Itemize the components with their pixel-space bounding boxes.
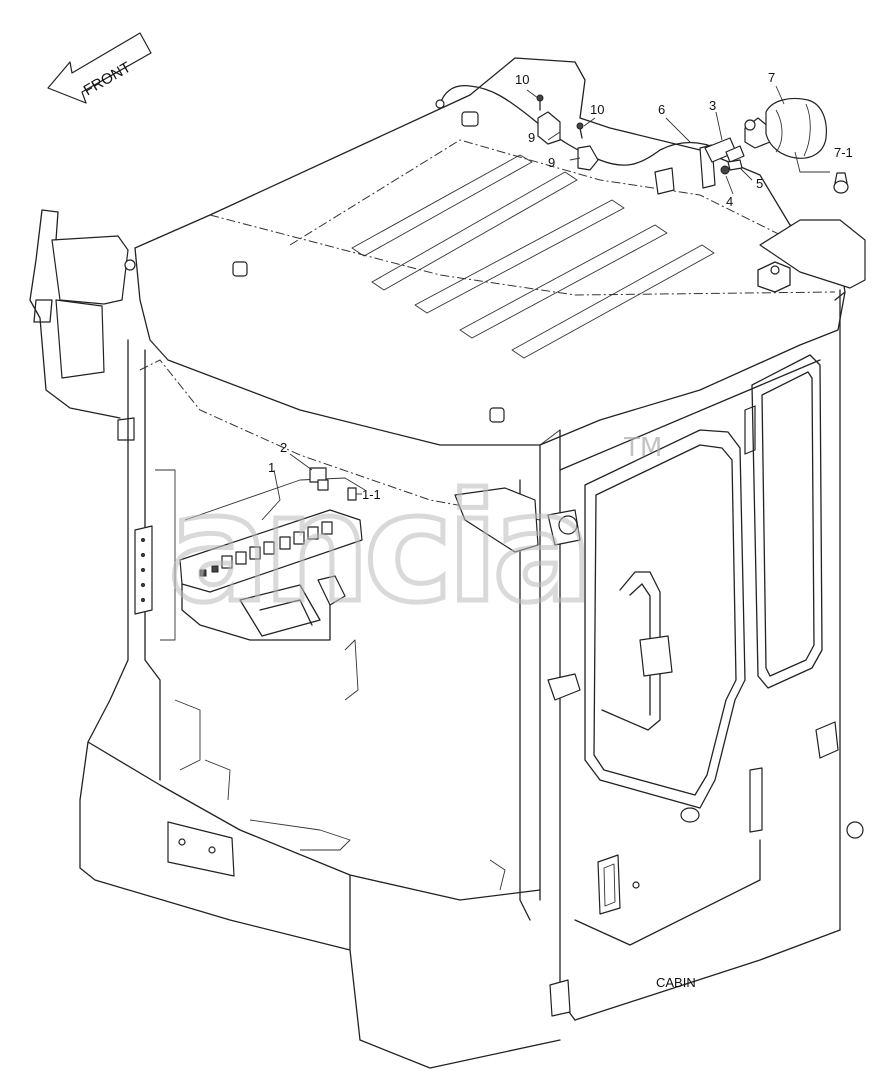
frame-brackets xyxy=(134,525,571,1017)
front-arrow: FRONT xyxy=(47,32,152,104)
right-mirror xyxy=(757,219,866,293)
callout-9b: 9 xyxy=(548,155,555,170)
callouts: 10 10 9 9 6 3 7 7-1 5 4 2 1 1-1 xyxy=(268,70,853,502)
callout-10a: 10 xyxy=(515,72,529,87)
watermark-logo: ancia TM xyxy=(166,433,663,639)
rear-window xyxy=(751,354,864,839)
callout-3: 3 xyxy=(709,98,716,113)
callout-2: 2 xyxy=(280,440,287,455)
leader-lines xyxy=(261,85,830,521)
cabin-body xyxy=(79,289,841,1069)
beacon-lamp-assembly xyxy=(435,84,849,195)
callout-10b: 10 xyxy=(590,102,604,117)
watermark-text: ancia xyxy=(168,462,588,636)
cabin-roof xyxy=(134,57,846,446)
callout-5: 5 xyxy=(756,176,763,191)
callout-9a: 9 xyxy=(528,130,535,145)
dashboard xyxy=(179,467,366,641)
section-label: CABIN xyxy=(656,975,696,990)
callout-4: 4 xyxy=(726,194,733,209)
callout-7-1: 7-1 xyxy=(834,145,853,160)
callout-1: 1 xyxy=(268,460,275,475)
cabin-door xyxy=(547,405,763,946)
left-mirror xyxy=(29,209,136,441)
callout-7: 7 xyxy=(768,70,775,85)
callout-1-1: 1-1 xyxy=(362,487,381,502)
callout-6: 6 xyxy=(658,102,665,117)
watermark-tm: TM xyxy=(623,433,662,463)
interior-mirror xyxy=(454,487,539,553)
